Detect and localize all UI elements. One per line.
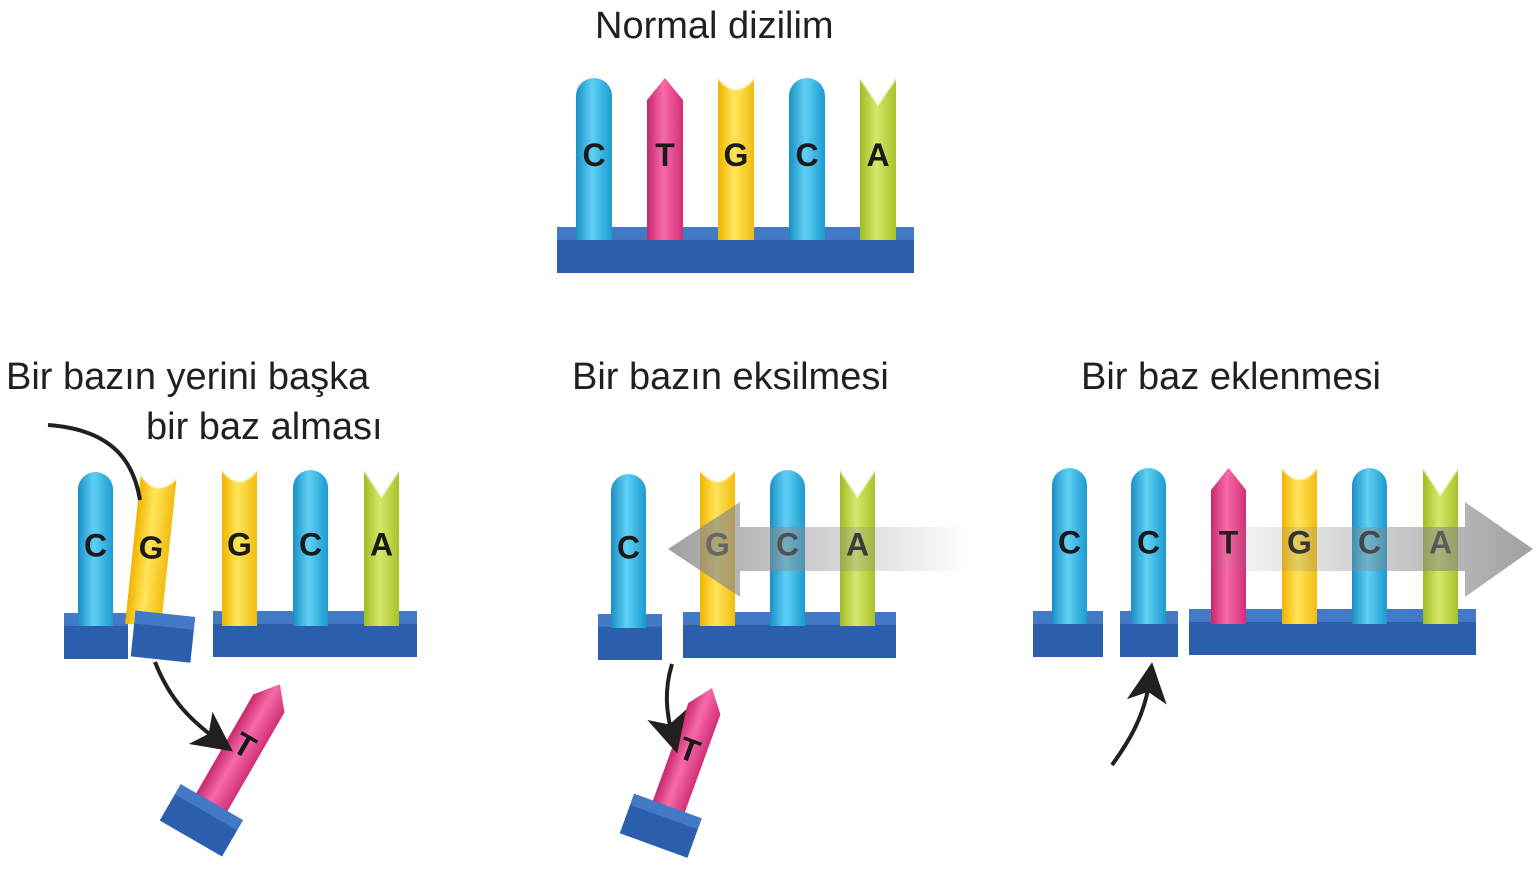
normal-base-1-body <box>647 78 683 240</box>
sub-base-2-letter: G <box>227 526 252 562</box>
sub-base-2-body <box>222 470 257 626</box>
normal-base-4: A <box>858 77 898 240</box>
title-substitution-line1: Bir bazın yerini başka <box>6 356 370 398</box>
sub-base-1-rim <box>139 473 178 489</box>
title-substitution-line2: bir baz alması <box>146 406 383 448</box>
normal-base-3: C <box>789 78 825 240</box>
normal-base-3-letter: C <box>795 137 818 173</box>
del-base-0-letter: C <box>617 529 640 565</box>
normal-base-1-letter: T <box>655 137 675 173</box>
sub-removed-base-9: T <box>190 684 285 822</box>
sub-pointer-line <box>47 423 142 501</box>
title-deletion: Bir bazın eksilmesi <box>572 356 889 398</box>
del-removed-block-front <box>619 793 702 858</box>
sub-base-0: C <box>78 472 113 626</box>
del-base-3-rim <box>838 469 877 499</box>
ins-base-5-rim <box>1421 467 1460 497</box>
sub-backbone-2 <box>130 610 196 663</box>
ins-shift-arrow <box>1200 502 1533 597</box>
ins-base-0-letter: C <box>1058 524 1081 560</box>
sub-base-0-body <box>78 472 113 626</box>
sub-base-2-rim <box>220 469 259 483</box>
sub-remove-arrow <box>153 661 233 752</box>
sub-base-3-body <box>293 470 328 626</box>
del-removed-group: T <box>619 687 721 858</box>
normal-base-2-body <box>718 78 754 240</box>
sub-base-2: G <box>220 469 259 626</box>
sub-base-4: A <box>362 469 401 626</box>
normal-base-0-body <box>576 78 612 240</box>
ins-base-0-body <box>1052 468 1087 624</box>
del-removed-base-9-body <box>648 687 721 824</box>
sub-removed-block-top <box>174 784 244 831</box>
ins-backbone-3-top <box>1189 609 1476 622</box>
normal-base-4-rim <box>858 77 898 107</box>
del-base-1-rim <box>698 469 737 483</box>
normal-base-2-rim <box>716 77 756 91</box>
sub-removed-base-9-body <box>190 684 285 822</box>
del-removed-block <box>619 793 702 858</box>
title-insertion: Bir baz eklenmesi <box>1081 356 1381 398</box>
sub-removed-block-front <box>159 784 244 857</box>
ins-base-1-letter: C <box>1137 524 1160 560</box>
sub-base-4-body <box>364 470 399 626</box>
del-remove-arrow <box>647 663 687 754</box>
ins-base-1: C <box>1131 468 1166 624</box>
normal-base-1: T <box>647 78 683 240</box>
sub-backbone-2-top <box>134 610 196 630</box>
ins-base-3-rim <box>1280 467 1319 481</box>
ins-insert-arrow <box>1110 662 1167 767</box>
normal-base-4-letter: A <box>866 137 889 173</box>
ins-base-0: C <box>1052 468 1087 624</box>
normal-base-2: G <box>716 77 756 240</box>
panel-deletion: CGCAT <box>598 469 972 858</box>
sub-removed-block <box>159 784 244 857</box>
del-removed-base-9: T <box>648 687 721 824</box>
sub-base-4-rim <box>362 469 401 499</box>
del-removed-block-top <box>630 793 702 830</box>
ins-base-1-body <box>1131 468 1166 624</box>
sub-base-0-letter: C <box>84 527 107 563</box>
normal-base-0-letter: C <box>582 137 605 173</box>
normal-base-4-body <box>860 78 896 240</box>
sub-tilted-group: G <box>125 473 196 663</box>
sub-base-4-letter: A <box>370 526 393 562</box>
sub-base-3-letter: C <box>299 526 322 562</box>
sub-base-1-body <box>125 474 177 628</box>
sub-base-1: G <box>125 473 178 628</box>
panel-insertion: CCTGCA <box>1033 467 1533 767</box>
del-base-0: C <box>611 474 646 628</box>
sub-base-1-letter: G <box>137 528 166 566</box>
sub-base-3: C <box>293 470 328 626</box>
title-normal: Normal dizilim <box>595 5 834 47</box>
normal-base-3-body <box>789 78 825 240</box>
del-shift-arrow <box>668 502 972 597</box>
normal-base-2-letter: G <box>724 137 749 173</box>
del-base-0-body <box>611 474 646 628</box>
normal-base-0: C <box>576 78 612 240</box>
sub-removed-group: T <box>159 684 285 857</box>
